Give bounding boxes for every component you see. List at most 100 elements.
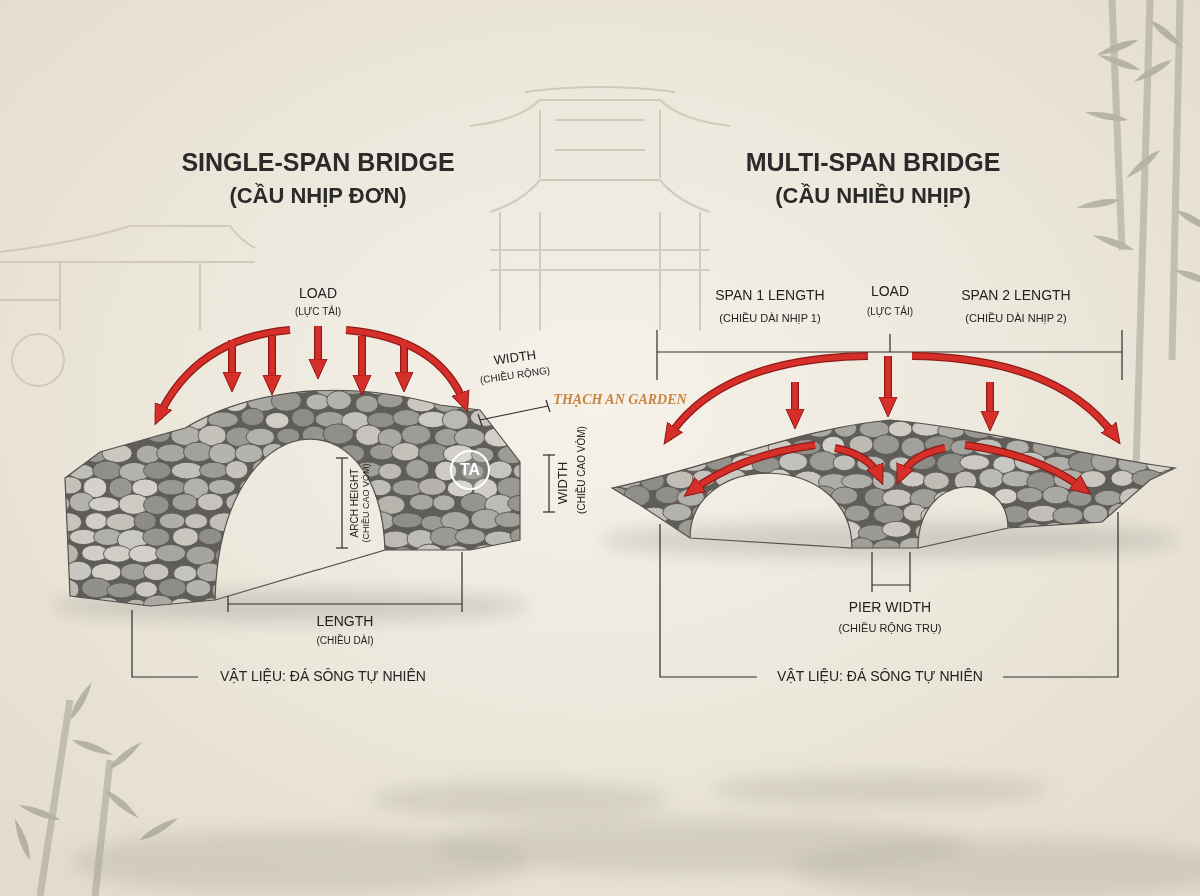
stone [356, 395, 379, 412]
material-note: VẬT LIỆU: ĐÁ SÔNG TỰ NHIÊN [220, 669, 426, 684]
load-arrow [835, 448, 880, 478]
stone [1053, 507, 1083, 524]
stone [265, 412, 289, 428]
stone [493, 581, 521, 596]
stone [513, 463, 535, 479]
stone [253, 459, 278, 478]
stone [1119, 488, 1146, 508]
dimension-line [461, 552, 462, 612]
bamboo-leaf [1132, 57, 1174, 85]
stone [1043, 419, 1073, 436]
stone-bridge [40, 356, 541, 617]
load-arrow-outline [884, 356, 892, 410]
stone [237, 375, 260, 395]
stone [370, 444, 395, 460]
pagoda-line [0, 262, 255, 330]
bamboo-leaf [17, 802, 61, 824]
stone [298, 495, 327, 512]
stone [380, 566, 404, 583]
stone [302, 461, 329, 479]
stone [301, 596, 326, 616]
dimension-line [546, 400, 550, 412]
stone [92, 395, 118, 410]
stone [600, 455, 629, 473]
stone [873, 435, 900, 455]
stone [209, 443, 237, 464]
bamboo-leaf [1084, 109, 1129, 124]
load-arrow-outline [314, 326, 322, 372]
stone [314, 443, 337, 461]
stone [730, 488, 760, 507]
stone [950, 541, 978, 558]
stone [103, 546, 131, 563]
stone [303, 532, 331, 548]
stone [264, 548, 294, 566]
stone [1129, 502, 1159, 523]
stone [275, 531, 307, 546]
dimension-line [228, 603, 462, 604]
stone [921, 506, 952, 525]
stone [106, 408, 137, 428]
stone [692, 504, 721, 521]
stone [85, 513, 107, 530]
load-arrow-outline [912, 356, 1116, 438]
stone [116, 428, 144, 444]
load-arrow-outline [346, 330, 465, 405]
stone [392, 513, 423, 528]
stone [287, 547, 317, 564]
stone [420, 577, 450, 598]
bridge-body [65, 390, 520, 606]
section-subtitle: (CẦU NHIỀU NHỊP) [775, 184, 971, 208]
stone [42, 393, 68, 413]
dimension-line [478, 414, 482, 426]
stone [596, 523, 624, 542]
stone [1067, 490, 1092, 507]
stone [402, 599, 433, 615]
dimension-sublabel: (CHIỀU CAO VÒM) [362, 463, 372, 542]
stone [328, 496, 352, 511]
stone [198, 528, 222, 544]
stone [1132, 401, 1158, 422]
stone [393, 410, 421, 427]
stone [313, 480, 340, 495]
stone [392, 443, 420, 461]
stone [225, 529, 254, 549]
stone [172, 494, 197, 511]
dimension-label: SPAN 1 LENGTH [715, 288, 824, 303]
bamboo-leaf [1097, 52, 1141, 74]
stone [393, 581, 421, 598]
stone [159, 513, 185, 529]
dimension-line [336, 547, 348, 548]
stone [433, 495, 455, 511]
dimension-line [543, 454, 555, 455]
load-arrow [690, 445, 815, 492]
stone [119, 394, 150, 413]
stone [246, 428, 274, 446]
stone [689, 542, 720, 557]
stone [960, 455, 990, 471]
load-arrow [987, 382, 993, 424]
pagoda-line [470, 100, 730, 126]
stone [979, 468, 1004, 488]
stone [767, 469, 792, 488]
logo-ring [451, 451, 489, 489]
stone [157, 479, 186, 495]
stone [1001, 506, 1029, 523]
stone [510, 527, 539, 544]
stone [186, 546, 215, 565]
watermark: THẠCH AN GARDEN [553, 392, 686, 407]
stone [240, 479, 264, 494]
stone [764, 537, 795, 556]
stone [759, 488, 784, 506]
stone [1051, 404, 1079, 423]
stone [795, 506, 819, 526]
stone [1158, 437, 1180, 457]
load-label: LOAD [299, 286, 337, 301]
stone [107, 583, 136, 598]
stone [443, 546, 469, 561]
stone [89, 497, 120, 512]
stone [511, 565, 539, 584]
stone [316, 512, 346, 533]
pagoda-line [490, 180, 710, 212]
stone [418, 478, 446, 495]
